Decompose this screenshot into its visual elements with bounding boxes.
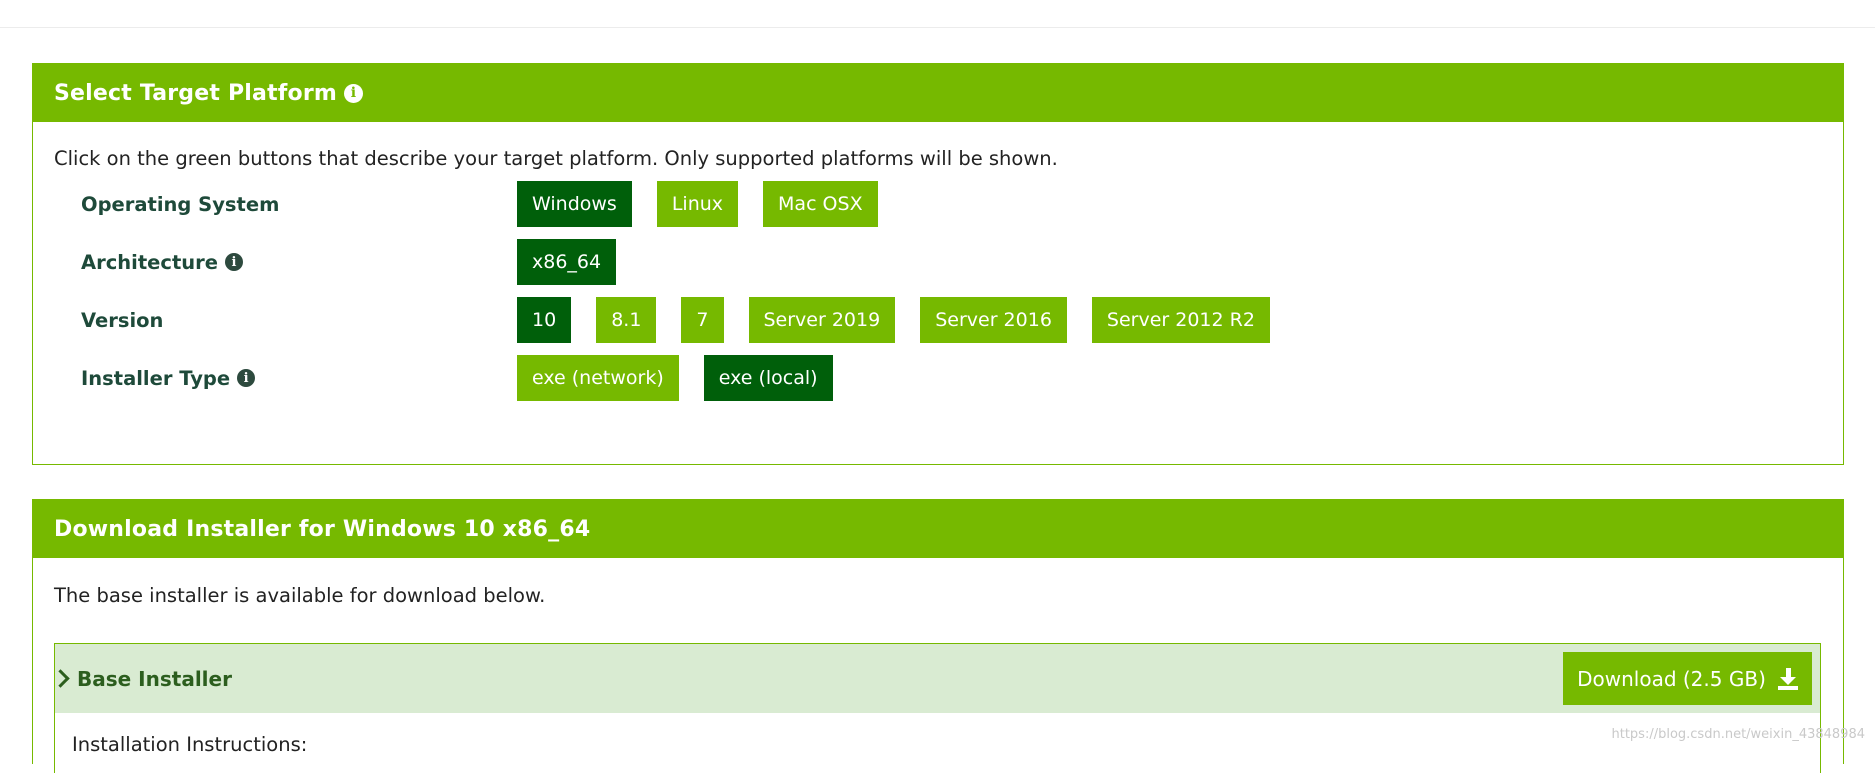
download-installer-panel: Download Installer for Windows 10 x86_64… bbox=[32, 499, 1844, 773]
row-label-text: Operating System bbox=[81, 192, 280, 216]
base-installer-section: Base Installer Download (2.5 GB) Install… bbox=[51, 643, 1821, 773]
option-windows[interactable]: Windows bbox=[517, 181, 632, 227]
os-options: Windows Linux Mac OSX bbox=[517, 181, 903, 227]
option-version-7[interactable]: 7 bbox=[681, 297, 724, 343]
architecture-options: x86_64 bbox=[517, 239, 641, 285]
row-version: Version 10 8.1 7 Server 2019 Server 2016… bbox=[33, 297, 1843, 343]
option-version-8-1[interactable]: 8.1 bbox=[596, 297, 657, 343]
info-icon[interactable]: i bbox=[344, 83, 364, 103]
row-operating-system: Operating System Windows Linux Mac OSX bbox=[33, 181, 1843, 227]
row-label-installer-type: Installer Type i bbox=[81, 355, 256, 401]
base-installer-title: Base Installer bbox=[77, 666, 232, 691]
installer-type-options: exe (network) exe (local) bbox=[517, 355, 858, 401]
base-installer-header[interactable]: Base Installer Download (2.5 GB) bbox=[51, 644, 1820, 713]
download-button-label: Download (2.5 GB) bbox=[1577, 666, 1766, 691]
platform-description: Click on the green buttons that describe… bbox=[54, 147, 1058, 170]
option-exe-local[interactable]: exe (local) bbox=[703, 355, 833, 401]
row-label-text: Version bbox=[81, 308, 164, 332]
download-icon bbox=[1777, 667, 1798, 690]
info-icon[interactable]: i bbox=[237, 369, 256, 387]
top-divider bbox=[0, 27, 1875, 28]
option-x86-64[interactable]: x86_64 bbox=[517, 239, 617, 285]
select-platform-panel: Select Target Platform i Click on the gr… bbox=[32, 63, 1844, 465]
chevron-right-icon bbox=[51, 669, 70, 688]
row-architecture: Architecture i x86_64 bbox=[33, 239, 1843, 285]
select-platform-title: Select Target Platform bbox=[54, 80, 338, 106]
row-installer-type: Installer Type i exe (network) exe (loca… bbox=[33, 355, 1843, 401]
version-options: 10 8.1 7 Server 2019 Server 2016 Server … bbox=[517, 297, 1295, 343]
watermark: https://blog.csdn.net/weixin_43848984 bbox=[1611, 727, 1865, 742]
option-server-2012-r2[interactable]: Server 2012 R2 bbox=[1091, 297, 1270, 343]
option-server-2019[interactable]: Server 2019 bbox=[748, 297, 896, 343]
download-button[interactable]: Download (2.5 GB) bbox=[1563, 652, 1812, 705]
row-label-text: Installer Type bbox=[81, 366, 231, 390]
row-label-text: Architecture bbox=[81, 250, 218, 274]
select-platform-header: Select Target Platform i bbox=[33, 64, 1843, 122]
row-label-operating-system: Operating System bbox=[81, 181, 279, 227]
download-installer-title: Download Installer for Windows 10 x86_64 bbox=[54, 516, 591, 542]
installation-instructions-label: Installation Instructions: bbox=[72, 733, 308, 756]
download-installer-header: Download Installer for Windows 10 x86_64 bbox=[33, 500, 1843, 558]
download-description: The base installer is available for down… bbox=[54, 584, 546, 607]
row-label-version: Version bbox=[81, 297, 163, 343]
info-icon[interactable]: i bbox=[225, 253, 243, 271]
option-linux[interactable]: Linux bbox=[656, 181, 739, 227]
row-label-architecture: Architecture i bbox=[81, 239, 243, 285]
option-server-2016[interactable]: Server 2016 bbox=[920, 297, 1067, 343]
option-version-10[interactable]: 10 bbox=[517, 297, 572, 343]
option-mac-osx[interactable]: Mac OSX bbox=[763, 181, 878, 227]
option-exe-network[interactable]: exe (network) bbox=[517, 355, 679, 401]
